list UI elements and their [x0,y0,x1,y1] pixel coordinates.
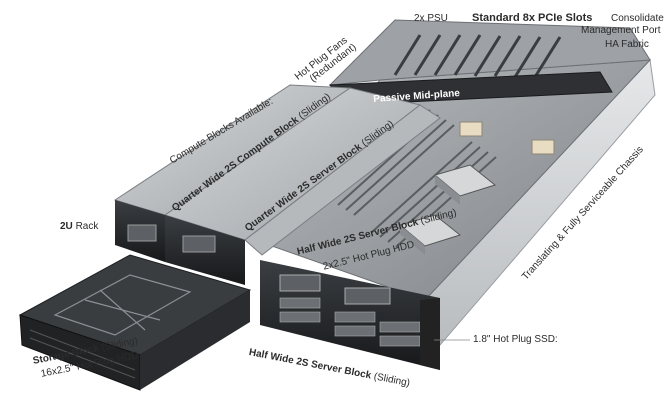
storage-block [18,254,252,391]
quarter-wide-block-front [165,215,245,285]
psu-label: 2x PSU [414,13,448,24]
mgmt-label-line2: Management Port [581,25,661,36]
ha-fabric-label: HA Fabric [605,39,649,50]
ssd-label: 1.8" Hot Plug SSD: [473,334,558,345]
chassis-top-cover [113,84,441,256]
mgmt-label-line1: Consolidate [611,13,664,24]
rack-label: 2U Rack [60,221,99,232]
cpu-heatsink [398,214,462,255]
half-wide-block-front [260,260,440,370]
memory-module [459,121,555,155]
rear-pcie-area [328,19,651,86]
cpu-heatsink [433,164,497,205]
quarter-wide-block-front [115,200,165,262]
pcie-label: Standard 8x PCIe Slots [472,12,593,24]
